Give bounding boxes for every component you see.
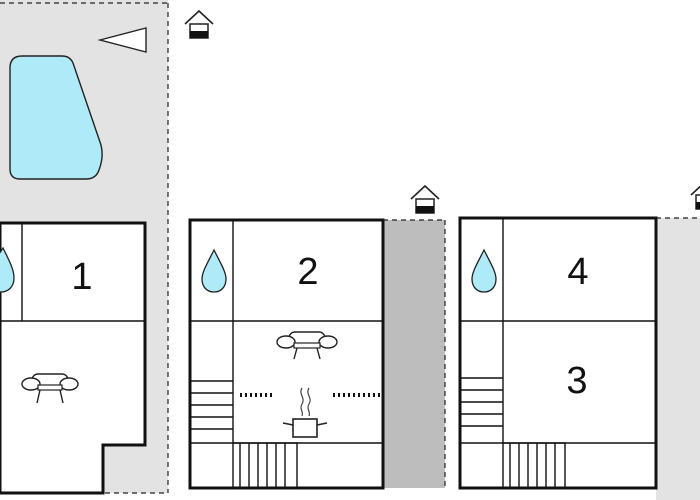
- building-3-4: 4 3: [458, 216, 658, 490]
- pool: [9, 55, 103, 180]
- building-2: 2: [188, 218, 385, 490]
- water-drop-icon: [471, 248, 497, 293]
- water-drop-icon: [201, 248, 227, 293]
- yard-area-right: [656, 218, 700, 500]
- room-label-1: 1: [71, 256, 92, 298]
- room-label-4: 4: [567, 251, 588, 293]
- stove-pot-icon: [282, 387, 328, 438]
- sofa-icon: [276, 331, 338, 360]
- staircase: [460, 377, 503, 427]
- north-arrow: [97, 27, 147, 53]
- house-entrance-icon: [690, 185, 700, 210]
- building-1: 1: [0, 221, 147, 495]
- house-entrance-icon: [184, 9, 214, 39]
- staircase: [190, 380, 233, 430]
- sofa-icon: [21, 373, 79, 404]
- staircase: [502, 442, 566, 489]
- room-label-2: 2: [297, 251, 318, 293]
- staircase: [232, 442, 298, 489]
- patio-area: [383, 220, 445, 488]
- room-label-3: 3: [566, 360, 587, 402]
- house-entrance-icon: [410, 184, 440, 214]
- water-drop-icon: [0, 246, 15, 293]
